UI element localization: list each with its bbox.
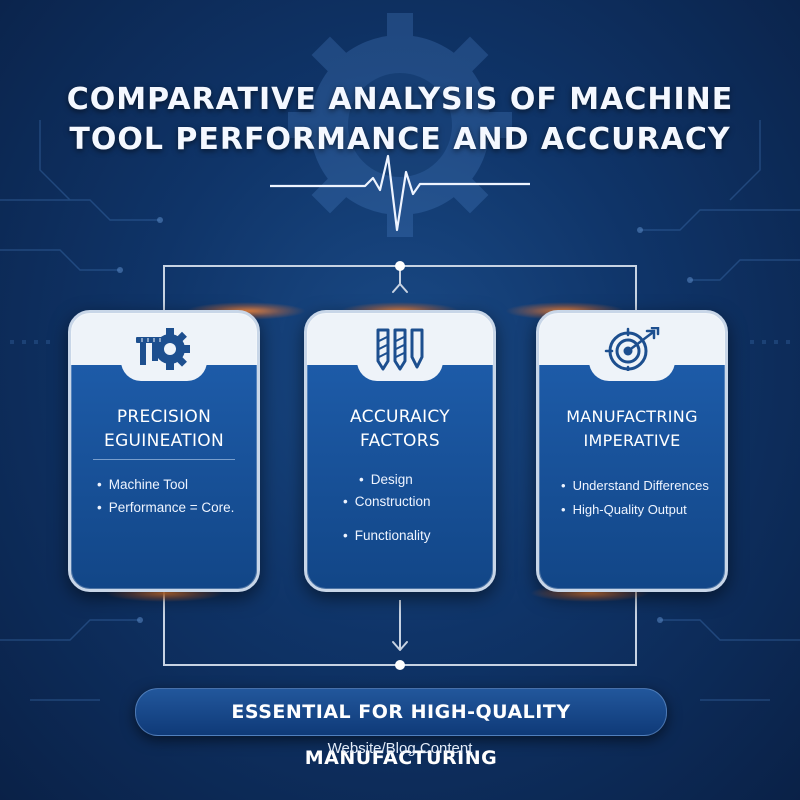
card-heading-line-2: IMPERATIVE <box>583 431 681 450</box>
list-item: Machine Tool <box>97 476 257 494</box>
card-precision: PRECISION EGUINEATION Machine Tool Perfo… <box>68 310 260 592</box>
summary-banner: ESSENTIAL FOR HIGH-QUALITY MANUFACTURING <box>135 688 667 769</box>
list-item: Functionality <box>307 527 493 545</box>
card-accuracy: ACCURAICY FACTORS Design Construction Fu… <box>304 310 496 592</box>
page-title: COMPARATIVE ANALYSIS OF MACHINE TOOL PER… <box>0 80 800 160</box>
footer-caption: Website/Blog Content <box>327 740 473 757</box>
card-heading: MANUFACTRING IMPERATIVE <box>545 405 719 453</box>
heartbeat-line-icon <box>270 154 530 232</box>
divider <box>93 459 235 460</box>
list-item: Design <box>307 471 493 489</box>
card-heading-line-1: PRECISION <box>116 407 212 427</box>
card-heading: ACCURAICY FACTORS <box>313 405 487 453</box>
title-line-2: TOOL PERFORMANCE AND ACCURACY <box>69 122 731 157</box>
card-heading-line-1: ACCURAICY <box>350 407 450 427</box>
target-arrow-icon <box>604 327 660 371</box>
list-item: High-Quality Output <box>561 501 725 519</box>
arrow-up-icon <box>392 283 408 293</box>
card-icon-cap <box>357 323 443 381</box>
gear-caliper-icon <box>136 328 190 370</box>
card-heading-line-2: EGUINEATION <box>104 431 224 451</box>
list-item: Construction <box>307 493 493 511</box>
card-heading-line-1: MANUFACTRING <box>566 407 698 426</box>
bullet-list: Design Construction Functionality <box>307 471 493 545</box>
bullet-list: Understand Differences High-Quality Outp… <box>539 477 725 519</box>
card-heading-line-2: FACTORS <box>360 431 440 451</box>
card-manufacturing: MANUFACTRING IMPERATIVE Understand Diffe… <box>536 310 728 592</box>
list-item: Performance = Core. <box>97 499 257 517</box>
title-line-1: COMPARATIVE ANALYSIS OF MACHINE <box>66 82 734 117</box>
drill-bits-icon <box>376 328 424 371</box>
list-item: Understand Differences <box>561 477 725 495</box>
bullet-list: Machine Tool Performance = Core. <box>71 476 257 517</box>
arrow-down-icon <box>392 641 408 651</box>
card-heading: PRECISION EGUINEATION <box>77 405 251 453</box>
